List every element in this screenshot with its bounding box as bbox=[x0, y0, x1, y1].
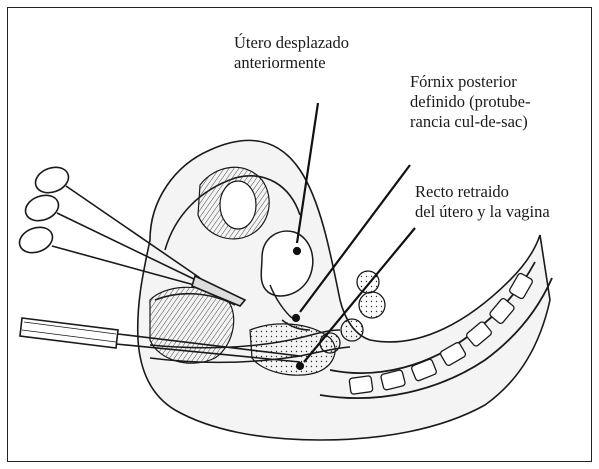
label-fornix-line1: Fórnix posterior bbox=[410, 72, 531, 92]
label-uterus-displaced: Útero desplazado anteriormente bbox=[234, 33, 349, 73]
label-uterus-line1: Útero desplazado bbox=[234, 33, 349, 53]
label-fornix-line3: rancia cul-de-sac) bbox=[410, 112, 531, 132]
label-rectum-line2: del útero y la vagina bbox=[415, 202, 550, 222]
label-rectum-retracted: Recto retraido del útero y la vagina bbox=[415, 182, 550, 222]
label-fornix-line2: definido (protube- bbox=[410, 92, 531, 112]
label-rectum-line1: Recto retraido bbox=[415, 182, 550, 202]
label-posterior-fornix: Fórnix posterior definido (protube- ranc… bbox=[410, 72, 531, 132]
label-uterus-line2: anteriormente bbox=[234, 53, 349, 73]
